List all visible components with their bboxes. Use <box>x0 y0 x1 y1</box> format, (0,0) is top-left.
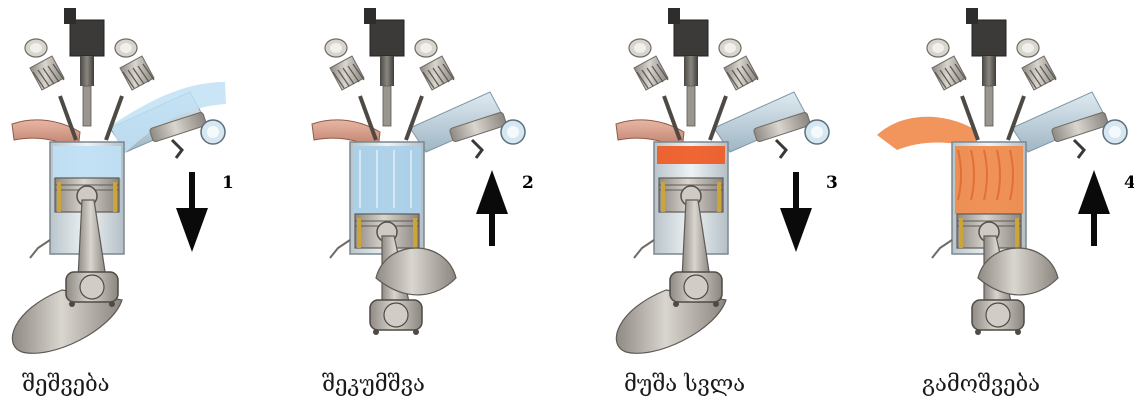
stroke-arrow-down <box>780 172 812 252</box>
stroke-number-2: 2 <box>522 173 534 193</box>
engine-panel-3: 3 <box>616 8 838 353</box>
stroke-arrow-down <box>176 172 208 252</box>
crank-pin <box>684 275 708 299</box>
stroke-arrow-up <box>476 170 508 246</box>
spark-plug-body <box>684 56 698 86</box>
stroke-caption-3: მუშა სვლა <box>624 372 745 397</box>
spark-plug-coil <box>972 20 1006 56</box>
stroke-number-3: 3 <box>826 173 838 193</box>
crank-pin <box>986 303 1010 327</box>
spark-plug-body <box>380 56 394 86</box>
stroke-caption-1: შეშვება <box>22 372 110 397</box>
engine-panel-4: 4 <box>877 8 1134 335</box>
engine-panel-1: 1 <box>12 8 234 353</box>
stroke-caption-4: გამოშვება <box>922 372 1040 397</box>
combustion-flame <box>657 146 725 164</box>
stroke-number-4: 4 <box>1124 173 1134 193</box>
stroke-caption-2: შეკუმშვა <box>322 372 425 397</box>
engine-panel-2: 2 <box>312 8 534 335</box>
spark-plug-coil <box>70 20 104 56</box>
stroke-arrow-up <box>1078 170 1110 246</box>
stroke-number-1: 1 <box>222 173 234 193</box>
spark-plug-body <box>982 56 996 86</box>
intake-charge <box>53 146 121 178</box>
crank-pin <box>384 303 408 327</box>
spark-plug-coil <box>674 20 708 56</box>
spark-plug-coil <box>370 20 404 56</box>
crank-pin <box>80 275 104 299</box>
spark-plug-body <box>80 56 94 86</box>
